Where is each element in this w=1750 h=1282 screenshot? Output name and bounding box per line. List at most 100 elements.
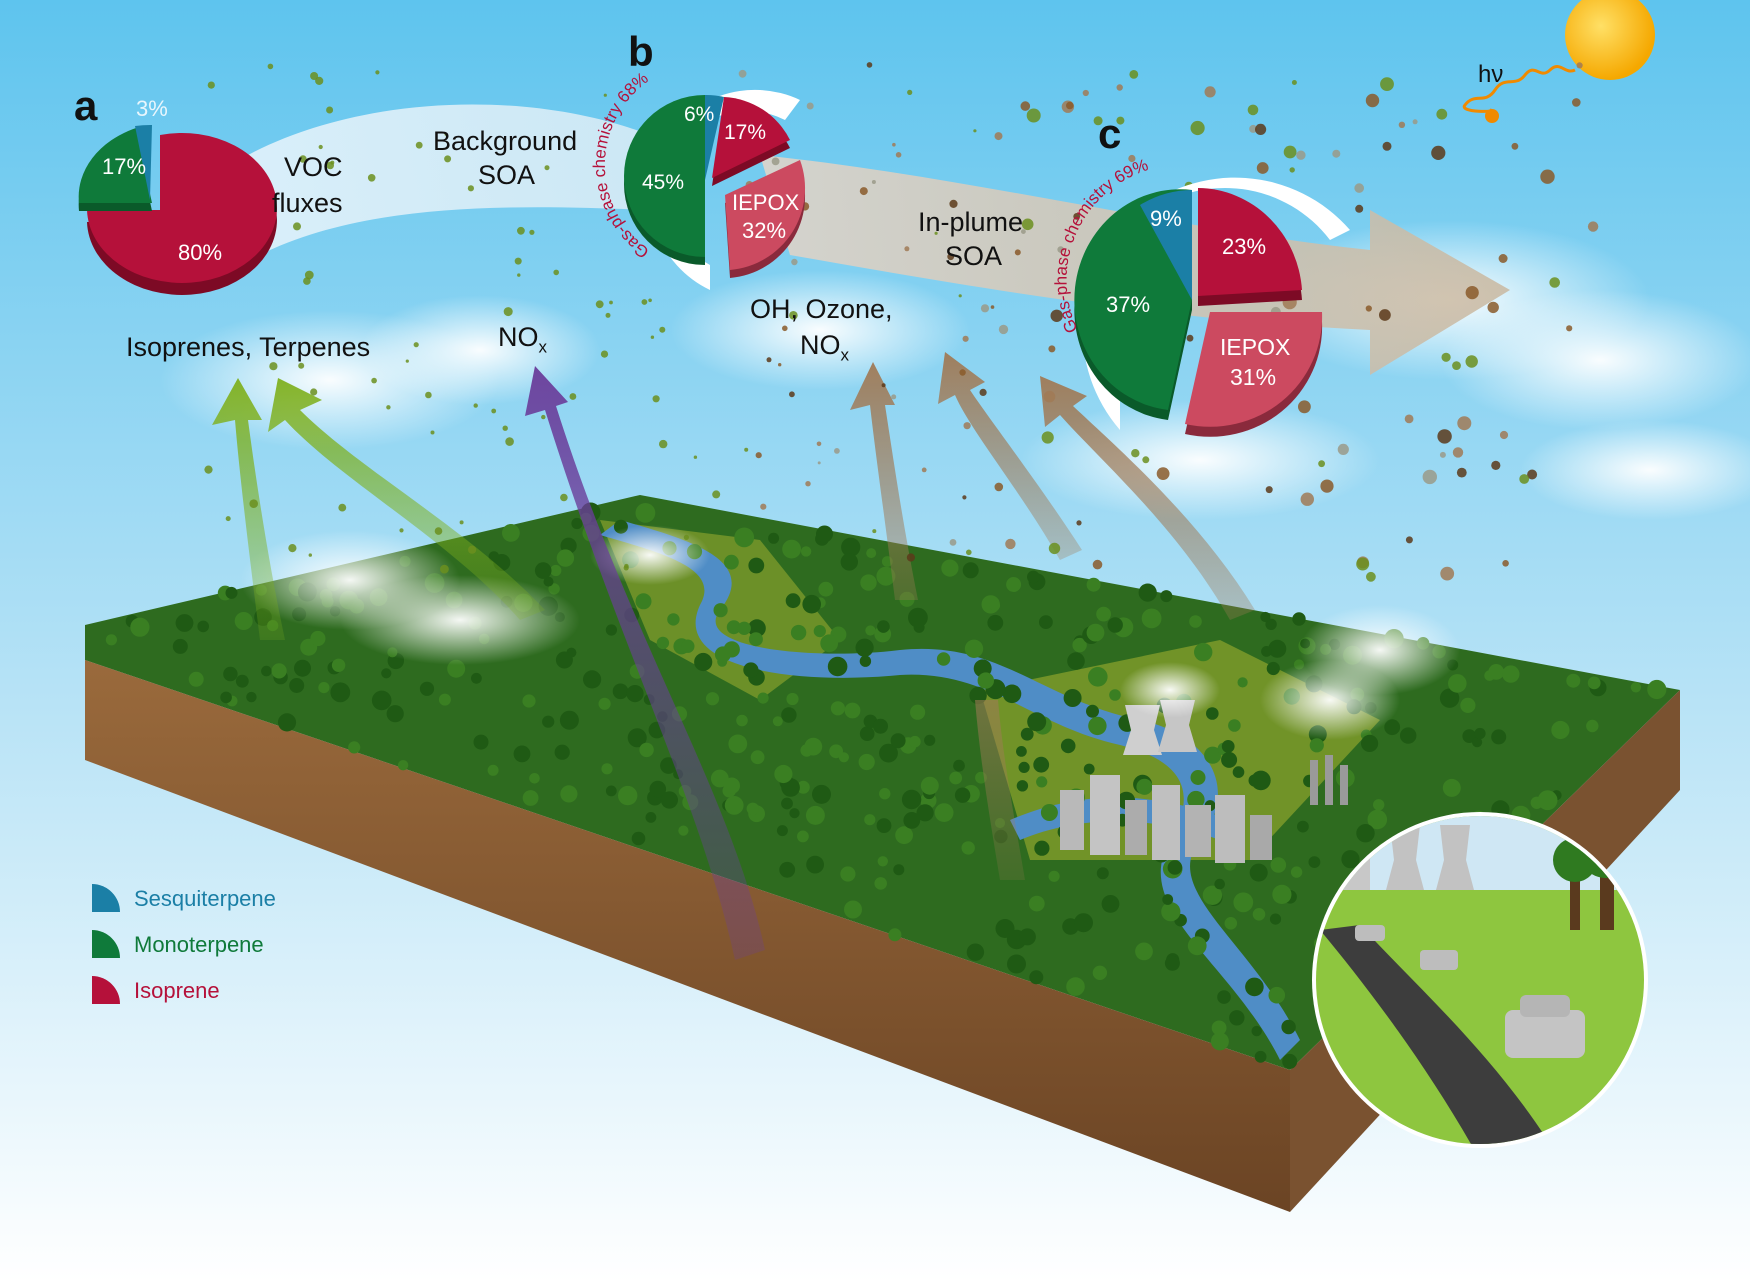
tree-canopy (605, 785, 617, 797)
tree-canopy (953, 759, 965, 772)
tree-canopy (768, 532, 780, 544)
aerosol-particle (609, 300, 613, 305)
tree-canopy (1189, 615, 1202, 628)
tree-canopy (502, 524, 520, 542)
tree-canopy (556, 549, 575, 567)
tree-canopy (977, 672, 994, 689)
aerosol-particle (1082, 89, 1089, 97)
nox-left-label: NOx (498, 322, 547, 357)
aerosol-particle (491, 408, 497, 414)
aerosol-particle (659, 439, 668, 449)
aerosol-particle (1256, 162, 1269, 174)
tree-canopy (855, 638, 874, 657)
aerosol-particle (1576, 62, 1583, 69)
tree-canopy (1006, 577, 1022, 592)
aerosol-particle (1465, 355, 1478, 368)
tree-canopy (743, 662, 759, 678)
tree-canopy (130, 617, 150, 637)
aerosol-particle (1412, 119, 1418, 125)
aerosol-particle (1116, 116, 1125, 125)
pie-c-iepox-slice (1185, 312, 1323, 427)
tree-canopy (901, 789, 922, 810)
pie-a-isoprene-slice (87, 132, 277, 283)
aerosol-particle (1142, 456, 1150, 464)
tree-canopy (772, 716, 783, 727)
aerosol-particle (1057, 246, 1064, 253)
pie-a-monoterpene-slice (78, 128, 152, 203)
tree-canopy (631, 831, 646, 846)
in-plume-soa-label-line1: In-plume (918, 207, 1024, 237)
tree-canopy (471, 672, 482, 684)
aerosol-particle (1026, 108, 1041, 123)
tree-canopy (796, 780, 810, 794)
aerosol-particle (1186, 334, 1194, 342)
tree-canopy (859, 726, 875, 741)
pie-c-iepox-value: 31% (1230, 364, 1277, 390)
tree-canopy (844, 702, 861, 719)
pie-c-isoprene-slice (1198, 188, 1302, 296)
pie-a-sesquiterpene-value: 3% (136, 96, 168, 121)
aerosol-particle (413, 342, 419, 348)
tree-canopy (1092, 965, 1108, 980)
tree-canopy (860, 574, 877, 591)
aerosol-particle (816, 441, 822, 447)
tree-canopy (605, 624, 618, 636)
tree-canopy (1224, 917, 1238, 930)
tree-canopy (560, 785, 578, 803)
aerosol-particle (1204, 86, 1216, 98)
aerosol-particle (375, 70, 380, 75)
pie-b-iepox-slice (725, 160, 806, 270)
tree-canopy (419, 681, 435, 696)
voc-fluxes-label-line2: fluxes (272, 188, 343, 218)
tree-canopy (916, 804, 934, 822)
aerosol-particle (415, 141, 423, 149)
aerosol-particle (459, 520, 464, 525)
aerosol-particle (1048, 345, 1056, 353)
tree-canopy (488, 551, 500, 562)
aerosol-particle (1441, 352, 1451, 362)
tree-canopy (995, 919, 1015, 938)
aerosol-particle (1320, 479, 1334, 493)
aerosol-particle (569, 393, 577, 400)
tree-canopy (197, 620, 209, 633)
tree-canopy (1072, 637, 1087, 653)
tree-canopy (830, 701, 846, 716)
tree-canopy (734, 527, 755, 548)
aerosol-particle (225, 516, 231, 522)
pie-chart-c (1074, 188, 1323, 437)
aerosol-particle (990, 305, 995, 309)
aerosol-particle (771, 157, 780, 166)
aerosol-particle (1076, 520, 1082, 526)
voc-flux-band (215, 104, 650, 260)
tree-canopy (1245, 977, 1264, 997)
tree-canopy (1161, 902, 1181, 922)
tree-canopy (1361, 734, 1379, 753)
aerosol-particle (473, 403, 478, 408)
aerosol-particle (468, 545, 477, 554)
tree-canopy (1028, 895, 1045, 912)
aerosol-particle (994, 132, 1003, 141)
tree-canopy (724, 796, 744, 815)
tree-canopy (804, 737, 823, 756)
aerosol-particle (1043, 390, 1056, 403)
tree-canopy (1194, 642, 1213, 662)
tree-canopy (903, 812, 921, 829)
pie-b-arc-backdrop (649, 89, 800, 290)
legend-label-sesquiterpene: Sesquiterpene (134, 886, 276, 911)
aerosol-particle (1298, 400, 1311, 414)
tree-canopy (858, 753, 875, 771)
tree-canopy (331, 658, 346, 672)
tree-canopy (1214, 878, 1225, 890)
tree-canopy (1260, 611, 1271, 623)
tree-canopy (776, 825, 788, 837)
tree-canopy (818, 581, 834, 597)
photon-hv-label: hν (1478, 61, 1504, 88)
tree-canopy (598, 697, 611, 710)
tree-canopy (893, 864, 905, 876)
aerosol-particle (1422, 469, 1438, 485)
tree-canopy (612, 683, 629, 700)
aerosol-particle (652, 395, 660, 403)
tree-canopy (1027, 570, 1040, 584)
tree-canopy (748, 619, 766, 638)
